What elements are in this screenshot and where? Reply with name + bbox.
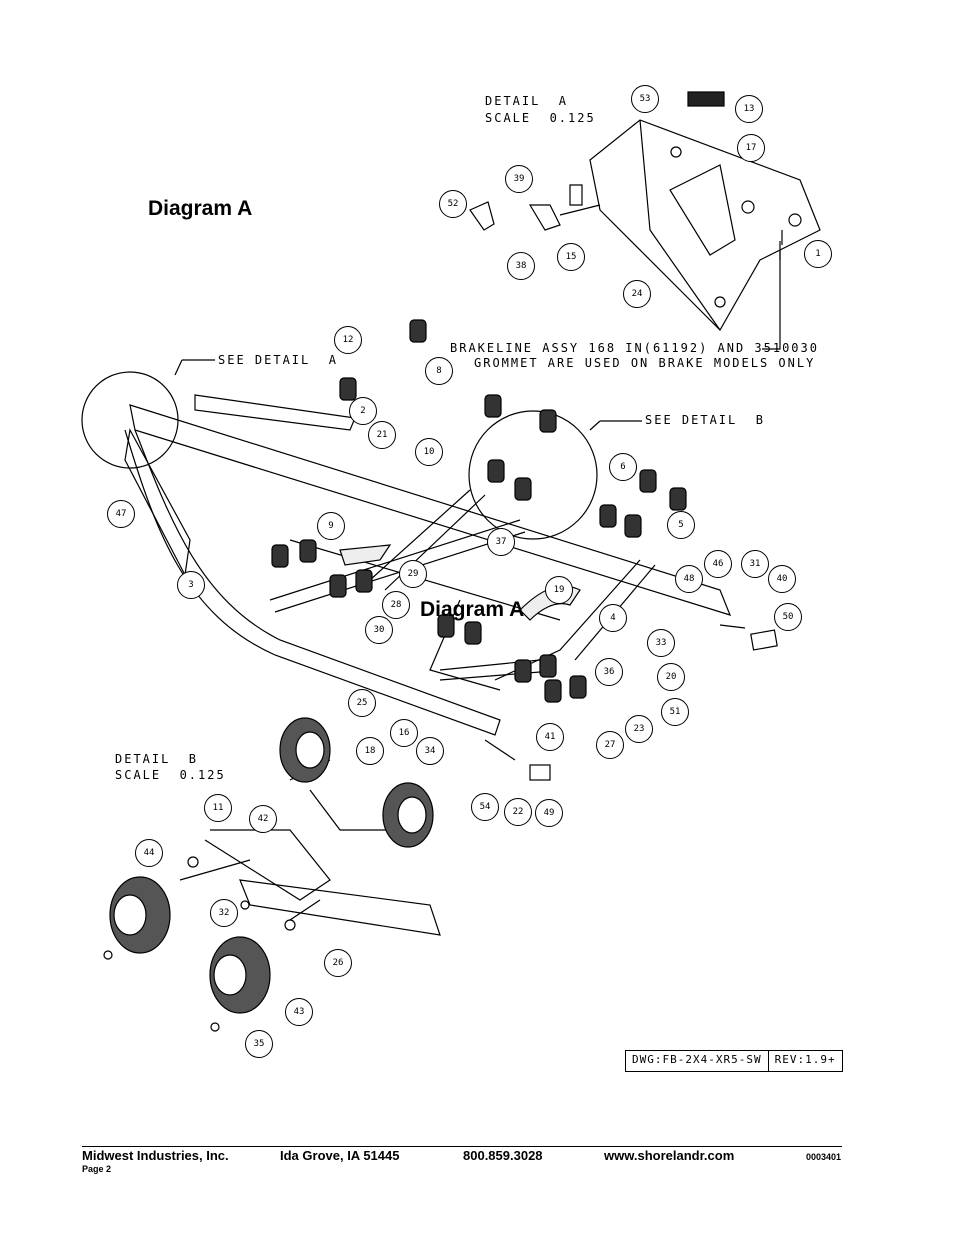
- callout-balloon: 15: [557, 243, 585, 271]
- callout-balloon: 44: [135, 839, 163, 867]
- callout-balloon: 42: [249, 805, 277, 833]
- detail-a-scale: SCALE 0.125: [485, 111, 596, 125]
- callout-balloon: 23: [625, 715, 653, 743]
- callout-balloon: 20: [657, 663, 685, 691]
- callout-balloon: 22: [504, 798, 532, 826]
- see-detail-a: SEE DETAIL A: [218, 353, 338, 367]
- callout-balloon: 25: [348, 689, 376, 717]
- callout-balloon: 32: [210, 899, 238, 927]
- callout-balloon: 52: [439, 190, 467, 218]
- brakeline-note-line1: BRAKELINE ASSY 168 IN(61192) AND 3510030: [450, 341, 819, 355]
- detail-b-assembly: [103, 717, 441, 1032]
- callout-balloon: 50: [774, 603, 802, 631]
- footer-page-number: Page 2: [82, 1164, 112, 1174]
- detail-a-title: DETAIL A: [485, 94, 569, 108]
- callout-balloon: 29: [399, 560, 427, 588]
- footer-phone: 800.859.3028: [463, 1148, 543, 1163]
- callout-balloon: 40: [768, 565, 796, 593]
- callout-balloon: 46: [704, 550, 732, 578]
- callout-balloon: 18: [356, 737, 384, 765]
- brakeline-note-line2: GROMMET ARE USED ON BRAKE MODELS ONLY: [474, 356, 816, 370]
- callout-balloon: 28: [382, 591, 410, 619]
- rollers: [271, 319, 687, 703]
- callout-balloon: 13: [735, 95, 763, 123]
- callout-balloon: 39: [505, 165, 533, 193]
- callout-balloon: 17: [737, 134, 765, 162]
- callout-balloon: 5: [667, 511, 695, 539]
- callout-balloon: 41: [536, 723, 564, 751]
- detail-a-bracket: [469, 91, 821, 331]
- callout-balloon: 37: [487, 528, 515, 556]
- callout-balloon: 31: [741, 550, 769, 578]
- detail-a-circle: [81, 371, 179, 469]
- callout-balloon: 48: [675, 565, 703, 593]
- drawing-number-box: DWG:FB-2X4-XR5-SW REV:1.9+: [625, 1050, 843, 1072]
- detail-b-circle: [468, 410, 598, 540]
- callout-balloon: 34: [416, 737, 444, 765]
- callout-balloon: 26: [324, 949, 352, 977]
- callout-balloon: 49: [535, 799, 563, 827]
- callout-balloon: 3: [177, 571, 205, 599]
- callout-balloon: 21: [368, 421, 396, 449]
- diagram-title: Diagram A: [148, 197, 253, 220]
- footer-company: Midwest Industries, Inc.: [82, 1148, 229, 1163]
- callout-balloon: 27: [596, 731, 624, 759]
- callout-balloon: 36: [595, 658, 623, 686]
- footer-location: Ida Grove, IA 51445: [280, 1148, 400, 1163]
- callout-balloon: 1: [804, 240, 832, 268]
- callout-balloon: 9: [317, 512, 345, 540]
- callout-balloon: 51: [661, 698, 689, 726]
- detail-b-scale: SCALE 0.125: [115, 768, 226, 782]
- callout-balloon: 4: [599, 604, 627, 632]
- callout-balloon: 12: [334, 326, 362, 354]
- drawing-number: DWG:FB-2X4-XR5-SW: [632, 1053, 762, 1066]
- detail-b-title: DETAIL B: [115, 752, 199, 766]
- footer-website: www.shorelandr.com: [604, 1148, 735, 1163]
- callout-balloon: 11: [204, 794, 232, 822]
- callout-balloon: 53: [631, 85, 659, 113]
- see-detail-b: SEE DETAIL B: [645, 413, 765, 427]
- callout-balloon: 10: [415, 438, 443, 466]
- revision: REV:1.9+: [767, 1051, 842, 1071]
- callout-balloon: 16: [390, 719, 418, 747]
- note-leader: [762, 241, 781, 350]
- footer-divider: [82, 1146, 842, 1147]
- callout-balloon: 43: [285, 998, 313, 1026]
- callout-balloon: 35: [245, 1030, 273, 1058]
- callout-balloon: 38: [507, 252, 535, 280]
- callout-balloon: 30: [365, 616, 393, 644]
- diagram-title-overlay: Diagram A: [420, 598, 525, 621]
- callout-balloon: 47: [107, 500, 135, 528]
- callout-balloon: 6: [609, 453, 637, 481]
- footer-doc-number: 0003401: [806, 1152, 842, 1162]
- callout-balloon: 33: [647, 629, 675, 657]
- callout-balloon: 54: [471, 793, 499, 821]
- callout-balloon: 19: [545, 576, 573, 604]
- callout-balloon: 2: [349, 397, 377, 425]
- callout-balloon: 24: [623, 280, 651, 308]
- callout-balloon: 8: [425, 357, 453, 385]
